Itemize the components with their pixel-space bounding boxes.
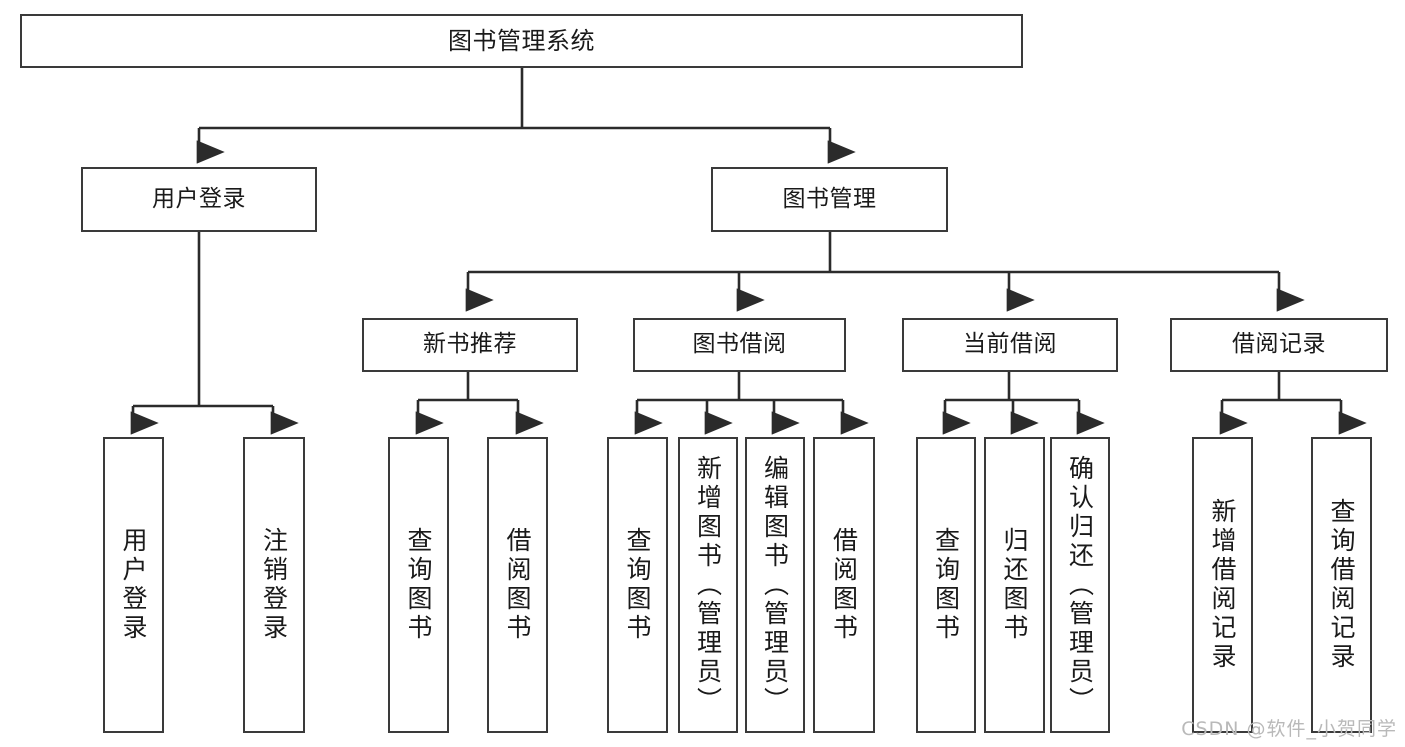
node-label: 编辑图书（管理员） — [760, 454, 790, 716]
node-new-book-recommend[interactable]: 新书推荐 — [362, 318, 578, 372]
node-label: 新增图书（管理员） — [693, 454, 723, 716]
node-label: 归还图书 — [1000, 527, 1029, 643]
node-label: 用户登录 — [119, 527, 148, 643]
node-user-login[interactable]: 用户登录 — [81, 167, 317, 232]
node-label: 借阅图书 — [829, 527, 859, 643]
node-label: 图书借阅 — [692, 331, 787, 358]
node-label: 注销登录 — [259, 527, 289, 643]
node-label: 用户登录 — [152, 185, 246, 212]
node-current-borrow[interactable]: 当前借阅 — [902, 318, 1118, 372]
leaf-book-borrow-edit[interactable]: 编辑图书（管理员） — [745, 437, 805, 733]
node-label: 当前借阅 — [963, 331, 1057, 358]
node-label: 借阅图书 — [503, 527, 532, 643]
leaf-book-borrow-query[interactable]: 查询图书 — [607, 437, 668, 733]
node-label: 图书管理 — [782, 185, 877, 212]
node-label: 查询图书 — [931, 527, 961, 643]
leaf-book-borrow-borrow[interactable]: 借阅图书 — [813, 437, 875, 733]
node-label: 新书推荐 — [423, 331, 517, 358]
node-label: 借阅记录 — [1232, 331, 1326, 358]
node-label: 查询图书 — [623, 527, 652, 643]
leaf-borrow-record-add[interactable]: 新增借阅记录 — [1192, 437, 1253, 733]
leaf-current-borrow-query[interactable]: 查询图书 — [916, 437, 976, 733]
node-root-system[interactable]: 图书管理系统 — [20, 14, 1023, 68]
node-book-management[interactable]: 图书管理 — [711, 167, 948, 232]
leaf-user-login-logout[interactable]: 注销登录 — [243, 437, 305, 733]
leaf-current-borrow-return[interactable]: 归还图书 — [984, 437, 1045, 733]
node-label: 查询图书 — [404, 527, 433, 643]
leaf-user-login-login[interactable]: 用户登录 — [103, 437, 164, 733]
node-label: 确认归还（管理员） — [1065, 454, 1095, 716]
node-label: 图书管理系统 — [448, 26, 595, 55]
leaf-borrow-record-query[interactable]: 查询借阅记录 — [1311, 437, 1372, 733]
node-book-borrow[interactable]: 图书借阅 — [633, 318, 846, 372]
node-label: 新增借阅记录 — [1208, 498, 1237, 672]
node-borrow-record[interactable]: 借阅记录 — [1170, 318, 1388, 372]
node-label: 查询借阅记录 — [1327, 498, 1356, 672]
watermark: CSDN @软件_小贺同学 — [1181, 718, 1397, 740]
leaf-new-book-borrow[interactable]: 借阅图书 — [487, 437, 548, 733]
leaf-book-borrow-add[interactable]: 新增图书（管理员） — [678, 437, 738, 733]
leaf-current-borrow-confirm-return[interactable]: 确认归还（管理员） — [1050, 437, 1110, 733]
leaf-new-book-query[interactable]: 查询图书 — [388, 437, 449, 733]
